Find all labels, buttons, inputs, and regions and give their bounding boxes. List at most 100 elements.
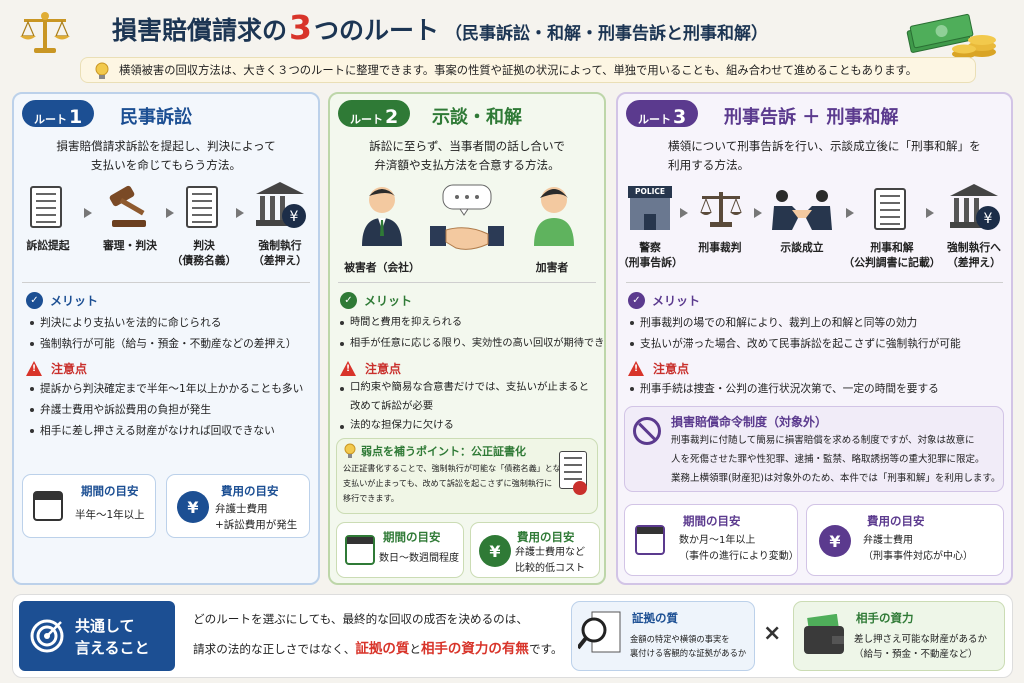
route1-badge-number: 1 bbox=[69, 106, 83, 128]
tip-box: 弱点を補うポイント：公正証書化 公正証書化することで、強制執行が可能な「債務名義… bbox=[336, 438, 598, 514]
arrow-right-icon bbox=[754, 208, 762, 218]
calendar-icon bbox=[345, 535, 375, 565]
merit-title: メリット bbox=[652, 294, 701, 308]
prohibited-icon bbox=[633, 417, 661, 445]
route2-badge-number: 2 bbox=[385, 106, 399, 128]
route2-description: 訴訟に至らず、当事者間の話し合いで 弁済額や支払方法を合意する方法。 bbox=[330, 137, 604, 175]
arrow-right-icon bbox=[846, 208, 854, 218]
caution-list: 提訴から判決確定まで半年〜1年以上かかることも多い 弁護士費用や訴訟費用の負担が… bbox=[28, 378, 303, 441]
flow-label: 警察 （刑事告訴） bbox=[618, 241, 683, 269]
police-sign: POLICE bbox=[628, 186, 672, 198]
flow-label: 示談成立 bbox=[780, 241, 824, 254]
gavel-icon bbox=[102, 184, 154, 230]
intro-text: 横領被害の回収方法は、大きく３つのルートに整理できます。事案の性質や証拠の状況に… bbox=[119, 64, 918, 77]
title-subtitle: （民事訴訟・和解・刑事告訴と刑事和解） bbox=[445, 24, 768, 44]
list-item: 時間と費用を抑えられる bbox=[338, 312, 604, 333]
check-icon: ✓ bbox=[26, 292, 43, 309]
list-item: 弁護士費用や訴訟費用の負担が発生 bbox=[28, 399, 303, 420]
bank-yen-icon: ¥ bbox=[252, 180, 308, 232]
common-label: 共通して 言えること bbox=[75, 617, 150, 657]
caution-title: 注意点 bbox=[653, 362, 690, 376]
cost-title: 費用の目安 bbox=[517, 530, 575, 544]
times-symbol: × bbox=[763, 621, 782, 646]
evidence-title: 証拠の質 bbox=[632, 611, 678, 625]
flow-label: 刑事裁判 bbox=[698, 241, 742, 254]
flow-label: 審理・判決 bbox=[103, 239, 157, 252]
route1-badge-label: ルート bbox=[34, 113, 67, 126]
period-value: 数か月〜1年以上 （事件の進行により変動） bbox=[679, 535, 799, 562]
common-summary: 共通して 言えること どのルートを選ぶにしても、最終的な回収の成否を決めるのは、… bbox=[12, 594, 1013, 678]
divider bbox=[626, 282, 1003, 283]
caution-heading: ! 注意点 bbox=[340, 360, 401, 377]
warning-icon: ! bbox=[340, 361, 356, 376]
money-stack-icon bbox=[902, 8, 1002, 62]
yen-bag-icon: ¥ bbox=[479, 535, 511, 567]
merit-title: メリット bbox=[50, 294, 99, 308]
list-item: 口約束や簡易な合意書だけでは、支払いが止まると 改めて訴訟が必要 bbox=[338, 378, 589, 416]
assets-box: 相手の資力 差し押さえ可能な財産があるか （給与・預金・不動産など） bbox=[793, 601, 1005, 671]
note-title: 損害賠償命令制度（対象外） bbox=[671, 415, 828, 429]
note-text: 刑事裁判に付随して簡易に損害賠償を求める制度ですが、対象は故意に 人を死傷させた… bbox=[671, 435, 1001, 484]
merit-list: 刑事裁判の場での和解により、裁判上の和解と同等の効力 支払いが滞った場合、改めて… bbox=[628, 312, 961, 354]
lightbulb-icon bbox=[93, 61, 111, 81]
period-title: 期間の目安 bbox=[383, 530, 441, 544]
caution-list: 口約束や簡易な合意書だけでは、支払いが止まると 改めて訴訟が必要 法的な担保力に… bbox=[338, 378, 589, 435]
title-part2: つのルート bbox=[313, 16, 439, 45]
route3-description: 横領について刑事告訴を行い、示談成立後に「刑事和解」を 利用する方法。 bbox=[618, 137, 1011, 175]
list-item: 相手が任意に応じる限り、実効性の高い回収が期待できる bbox=[338, 333, 604, 354]
flow-label: 刑事和解 （公判調書に記載） bbox=[843, 241, 941, 269]
divider bbox=[338, 282, 596, 283]
flow-label: 訴訟提起 bbox=[26, 239, 70, 252]
merit-heading: ✓ メリット bbox=[26, 292, 98, 309]
evidence-box: 証拠の質 金額の特定や横領の事実を 裏付ける客観的な証拠があるか bbox=[571, 601, 755, 671]
caution-heading: ! 注意点 bbox=[628, 360, 689, 377]
title-part1: 損害賠償請求の bbox=[112, 16, 288, 45]
target-icon bbox=[29, 618, 65, 654]
list-item: 提訴から判決確定まで半年〜1年以上かかることも多い bbox=[28, 378, 303, 399]
document-icon bbox=[186, 186, 218, 228]
calendar-icon bbox=[635, 525, 665, 555]
merit-heading: ✓メリット bbox=[628, 292, 700, 309]
check-icon: ✓ bbox=[340, 292, 357, 309]
merit-heading: ✓ メリット bbox=[340, 292, 412, 309]
list-item: 判決により支払いを法的に命じられる bbox=[28, 312, 297, 333]
common-text-part: です。 bbox=[528, 642, 563, 656]
route1-title: 民事訴訟 bbox=[120, 107, 192, 128]
route3-desc-line: 利用する方法。 bbox=[668, 158, 750, 172]
cost-value: 弁護士費用 +訴訟費用が発生 bbox=[215, 503, 298, 531]
scales-icon bbox=[18, 10, 72, 56]
calendar-icon bbox=[33, 491, 63, 521]
flow-label: 判決 （債務名義） bbox=[171, 239, 237, 267]
svg-text:¥: ¥ bbox=[984, 211, 993, 227]
route1-desc-line: 損害賠償請求訴訟を提起し、判決によって bbox=[56, 139, 276, 153]
arrow-right-icon bbox=[236, 208, 244, 218]
tip-title: 弱点を補うポイント：公正証書化 bbox=[361, 445, 526, 458]
caution-list: 刑事手続は捜査・公判の進行状況次第で、一定の時間を要する bbox=[628, 378, 939, 399]
period-value: 数日〜数週間程度 bbox=[379, 553, 459, 564]
divider bbox=[22, 282, 310, 283]
document-icon bbox=[874, 188, 906, 230]
compensation-order-note: 損害賠償命令制度（対象外） 刑事裁判に付随して簡易に損害賠償を求める制度ですが、… bbox=[624, 406, 1004, 492]
route1-description: 損害賠償請求訴訟を提起し、判決によって 支払いを命じてもらう方法。 bbox=[14, 137, 318, 175]
scales-icon bbox=[698, 188, 744, 230]
yen-bag-icon: ¥ bbox=[819, 525, 851, 557]
lightbulb-icon bbox=[343, 443, 357, 459]
cost-box: ¥ 費用の目安 弁護士費用など 比較的低コスト bbox=[470, 522, 600, 578]
caution-heading: !注意点 bbox=[26, 360, 87, 377]
merit-title: メリット bbox=[364, 294, 413, 308]
common-text-part: と bbox=[409, 642, 421, 656]
route2-desc-line: 弁済額や支払方法を合意する方法。 bbox=[374, 158, 560, 172]
common-text-line2: 請求の法的な正しさではなく、証拠の質と相手の資力の有無です。 bbox=[193, 637, 563, 657]
route2-desc-line: 訴訟に至らず、当事者間の話し合いで bbox=[369, 139, 565, 153]
warning-icon: ! bbox=[628, 361, 644, 376]
caution-title: 注意点 bbox=[365, 362, 402, 376]
warning-icon: ! bbox=[26, 361, 42, 376]
handshake-icon bbox=[430, 220, 504, 256]
period-title: 期間の目安 bbox=[683, 514, 741, 528]
yen-bag-icon: ¥ bbox=[177, 491, 209, 523]
cost-value: 弁護士費用など 比較的低コスト bbox=[515, 547, 585, 574]
document-pen-icon bbox=[30, 186, 62, 228]
